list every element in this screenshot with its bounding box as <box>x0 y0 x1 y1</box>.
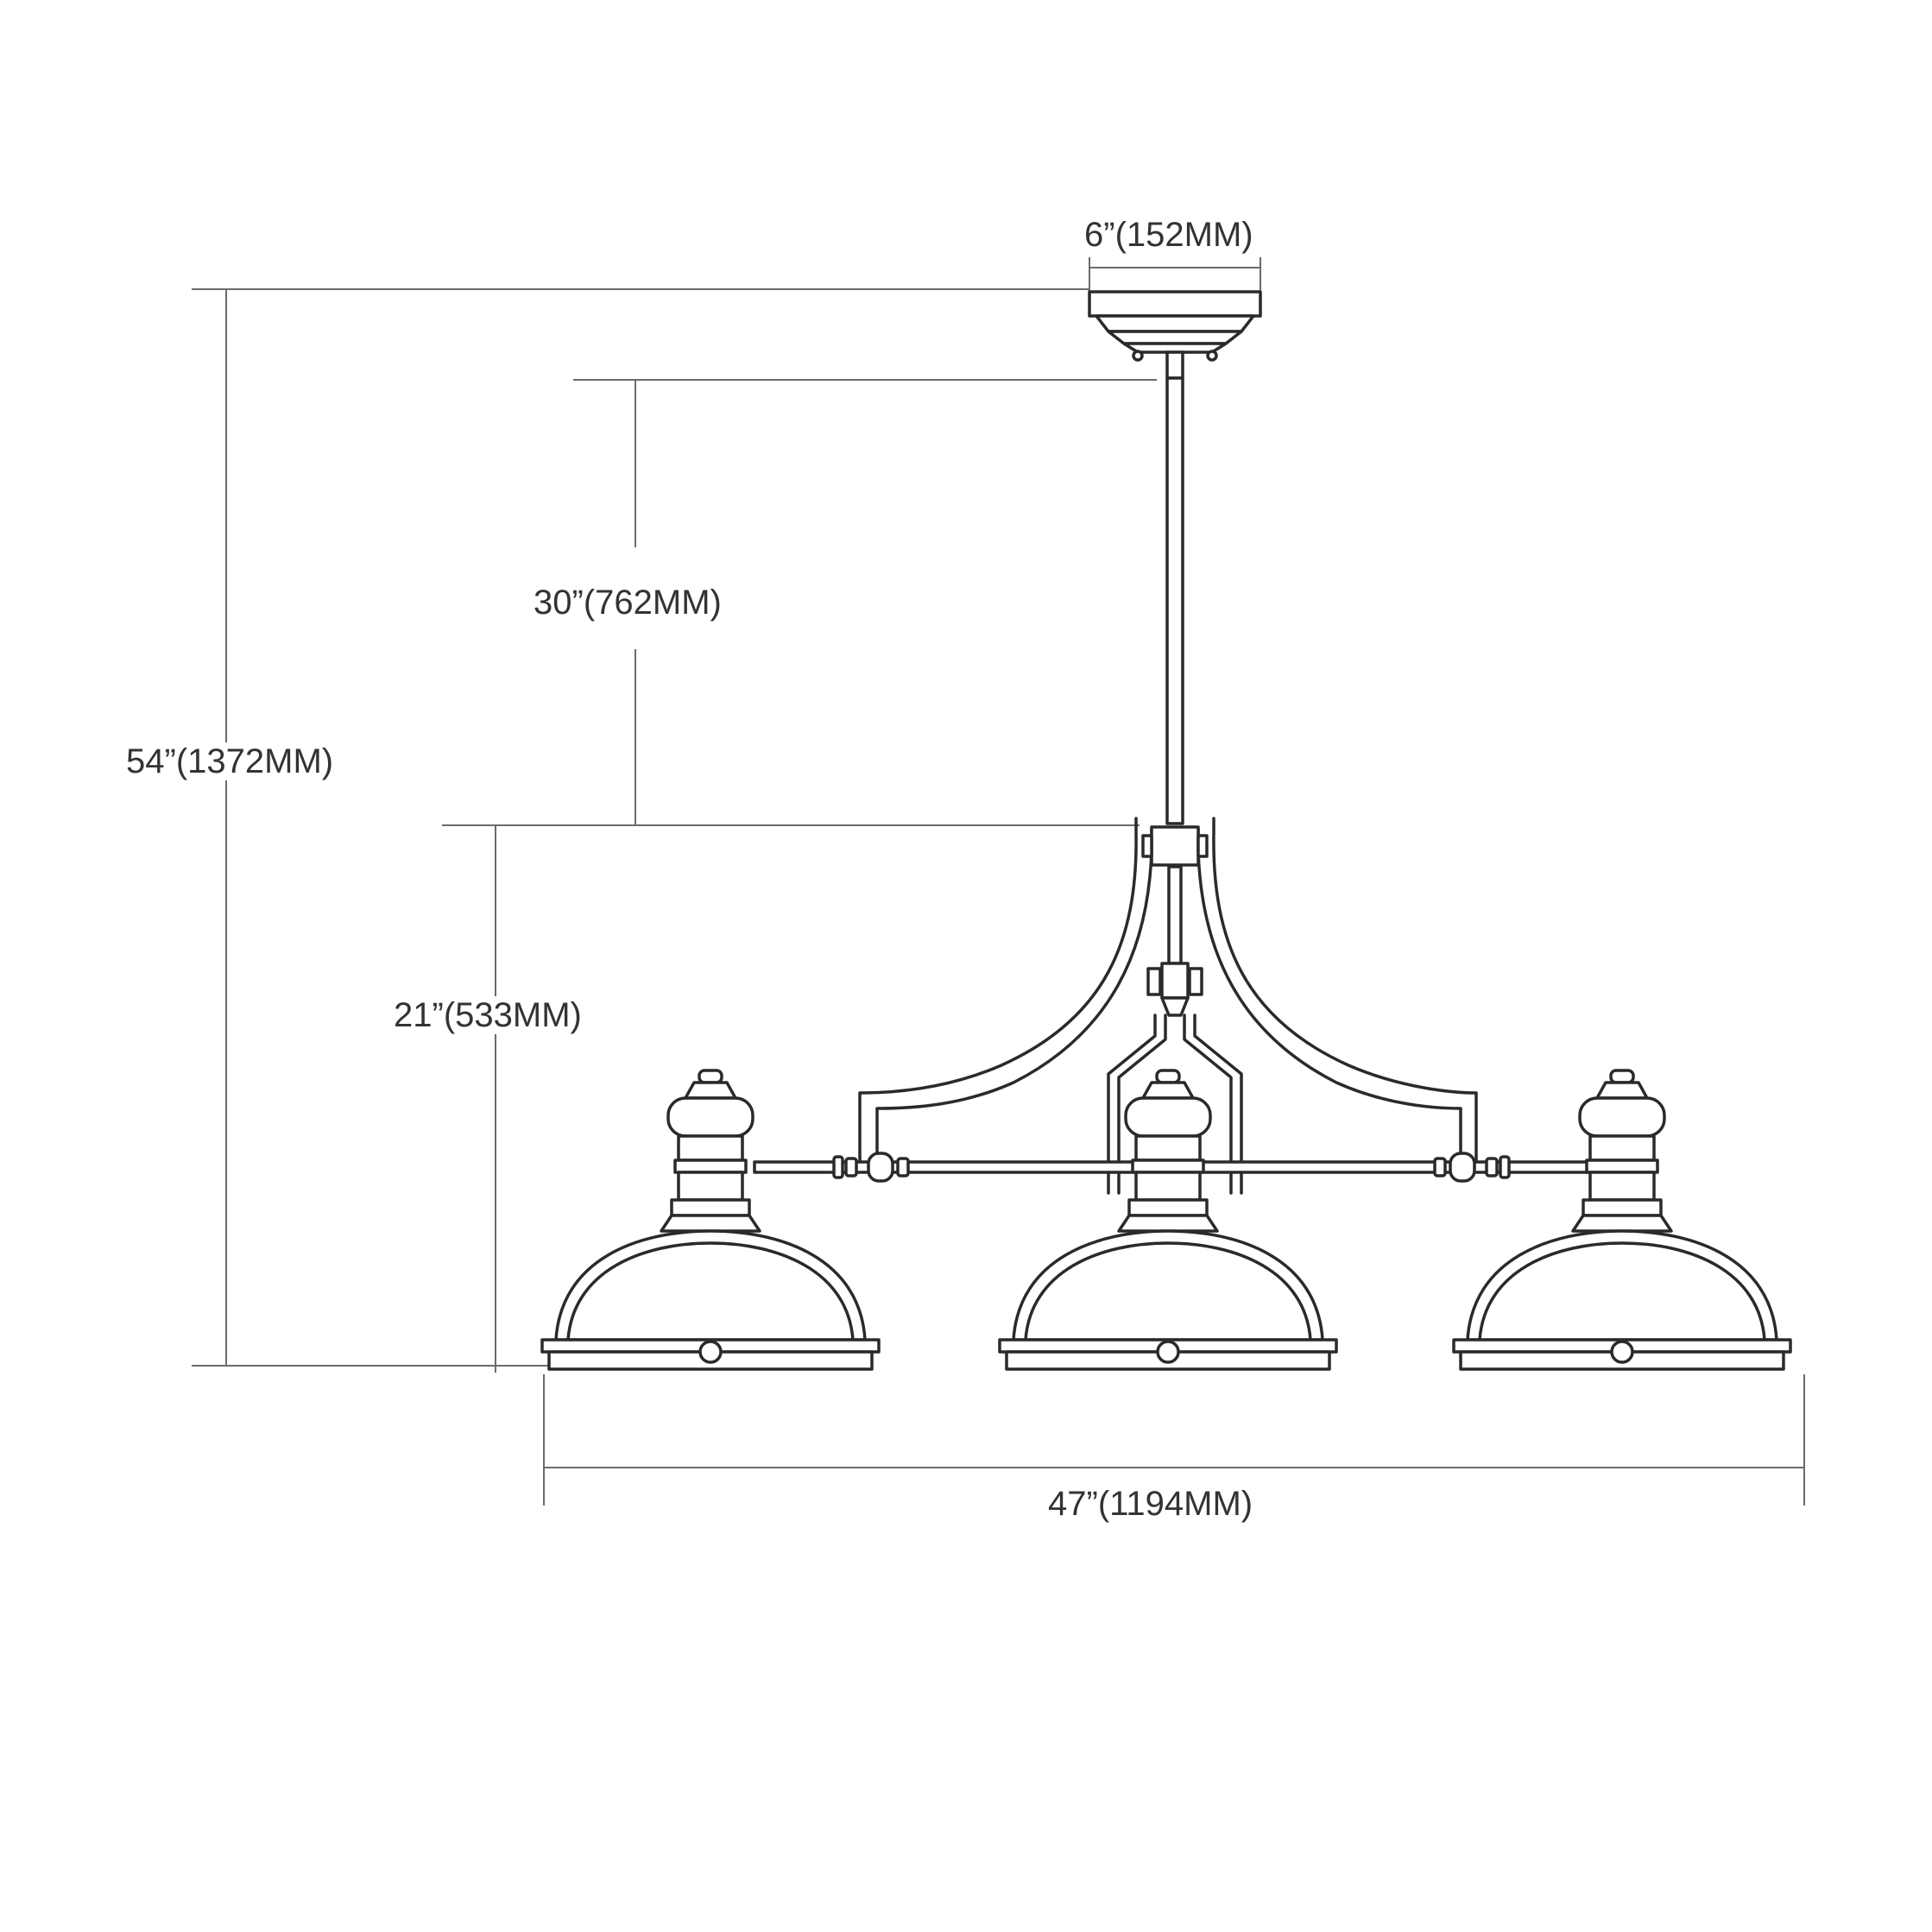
lamp-left-finial-base <box>684 1081 737 1100</box>
lamp-right-shade-inner <box>1478 1241 1766 1342</box>
lamp-right-neck-upper <box>1588 1134 1656 1162</box>
center-hanger-left-inner <box>1117 1013 1167 1195</box>
arm-hub-cap-left <box>1141 834 1153 858</box>
overall-height-label: 54”(1372MM) <box>123 742 338 780</box>
canopy-width-label: 6”(152MM) <box>1081 216 1257 254</box>
lamp-left-rim-screw <box>698 1340 723 1364</box>
canopy-step-1 <box>1095 314 1255 333</box>
lamp-center <box>998 1069 1338 1371</box>
lamp-center-finial <box>1155 1069 1181 1084</box>
center-hanger-left <box>1107 1013 1157 1195</box>
rod-nut-right <box>1188 967 1203 996</box>
lamp-center-rim-screw <box>1156 1340 1180 1364</box>
lamp-center-socket-cup <box>1127 1198 1209 1217</box>
lamp-left-collar <box>666 1096 754 1138</box>
lamp-left <box>540 1069 881 1371</box>
lamp-right-shade <box>1466 1229 1778 1342</box>
arm-hub-cap-right <box>1196 834 1209 858</box>
arm-left-inner <box>875 827 1153 1169</box>
down-rod <box>1146 376 1203 1017</box>
lamp-center-shade <box>1012 1229 1324 1342</box>
lamp-right-finial-base <box>1595 1081 1649 1100</box>
canopy <box>1088 290 1262 380</box>
lamp-center-collar <box>1124 1096 1212 1138</box>
down-rod-upper <box>1165 376 1184 825</box>
dimension-lines <box>192 257 1805 1506</box>
canopy-screw-left <box>1132 350 1144 362</box>
fixture-height-label: 21”(533MM) <box>390 996 585 1034</box>
curved-arms <box>858 817 1478 1195</box>
left-knuckle-ring-1 <box>832 1155 844 1179</box>
rod-coupler <box>1160 962 1190 1000</box>
rod-coupler-taper <box>1160 996 1190 1017</box>
right-knuckle-ball <box>1449 1152 1476 1183</box>
lamp-right-finial <box>1609 1069 1635 1084</box>
lamp-center-neck-upper <box>1134 1134 1202 1162</box>
left-knuckle-ring-3 <box>896 1157 910 1178</box>
center-hanger-right <box>1193 1013 1243 1195</box>
lamp-left-shade <box>554 1229 867 1342</box>
left-knuckle-ball <box>867 1152 894 1183</box>
lamp-center-neck-ring <box>1131 1159 1205 1174</box>
lamp-left-shade-inner <box>566 1241 855 1342</box>
lamp-left-neck-lower <box>677 1171 744 1202</box>
canopy-screw-right <box>1206 350 1218 362</box>
lamp-right-rim-screw <box>1610 1340 1634 1364</box>
lamp-right-socket-cup <box>1582 1198 1663 1217</box>
arm-right-outer <box>1212 817 1478 1167</box>
down-rod-lower <box>1167 865 1183 965</box>
right-knuckle-ring-2 <box>1485 1157 1499 1178</box>
canopy-step-2 <box>1107 330 1243 345</box>
rod-length-label: 30”(762MM) <box>530 584 725 622</box>
canopy-swivel <box>1165 350 1184 380</box>
center-hanger-right-inner <box>1183 1013 1233 1195</box>
lamp-left-neck-upper <box>677 1134 744 1162</box>
lamp-center-shade-cap <box>1117 1214 1219 1233</box>
lamp-left-finial <box>698 1069 723 1084</box>
lamp-right-collar <box>1578 1096 1666 1138</box>
arm-right-inner <box>1196 827 1462 1169</box>
arm-hub <box>1150 825 1200 867</box>
lamp-center-neck-lower <box>1134 1171 1202 1202</box>
right-knuckle-ring-1 <box>1433 1157 1447 1178</box>
lamp-center-finial-base <box>1141 1081 1195 1100</box>
overall-width-label: 47”(1194MM) <box>1045 1485 1257 1523</box>
lamp-right <box>1452 1069 1792 1371</box>
lamp-right-neck-lower <box>1588 1171 1656 1202</box>
lamp-right-neck-ring <box>1585 1159 1659 1174</box>
left-knuckle-ring-2 <box>844 1157 858 1178</box>
arm-left-outer <box>858 817 1138 1167</box>
rod-nut-left <box>1146 967 1162 996</box>
lamp-right-shade-cap <box>1571 1214 1673 1233</box>
lamp-left-shade-cap <box>660 1214 761 1233</box>
lamp-left-neck-ring <box>673 1159 748 1174</box>
canopy-plate <box>1088 290 1262 318</box>
right-knuckle-ring-3 <box>1499 1155 1511 1179</box>
lamp-center-shade-inner <box>1024 1241 1312 1342</box>
lamp-left-socket-cup <box>670 1198 751 1217</box>
